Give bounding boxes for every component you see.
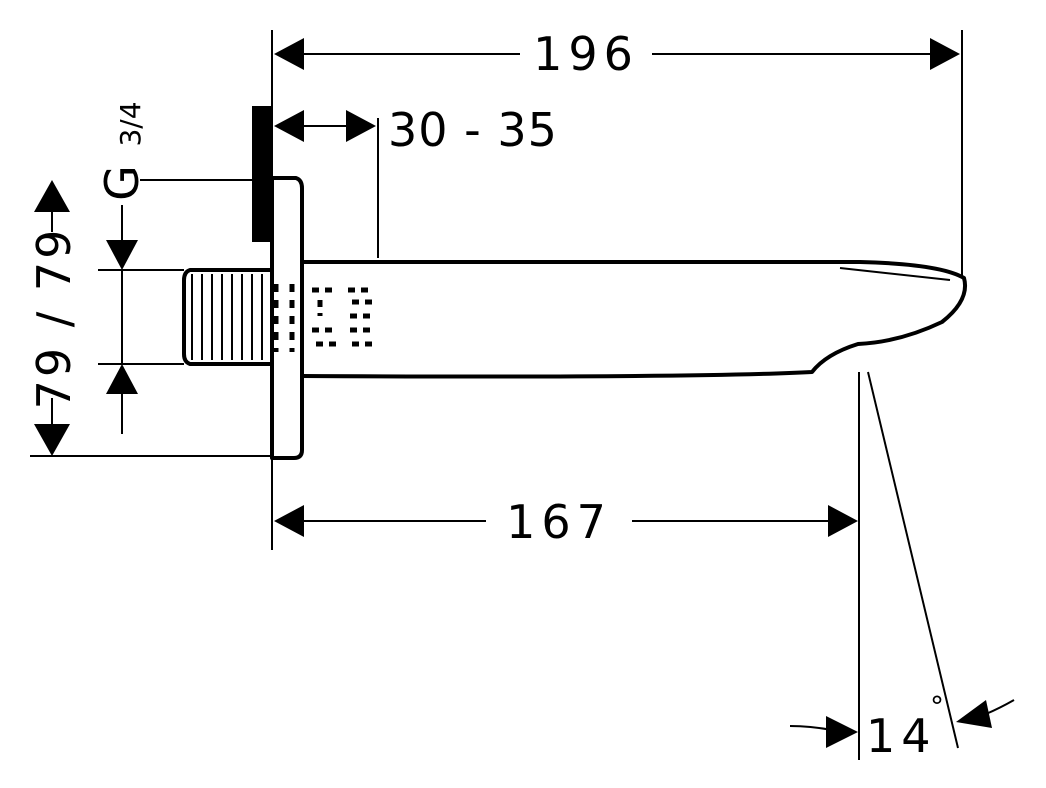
dimension-total-length: 196 xyxy=(274,27,960,81)
hidden-features xyxy=(312,287,376,347)
thread-letter-label: G xyxy=(95,159,149,201)
thread-ribs xyxy=(191,274,263,360)
dimension-angle: 14 ° xyxy=(789,690,1015,763)
dimension-thread: G 3/4 xyxy=(95,101,149,434)
dimension-wall-thickness: 30 - 35 xyxy=(274,103,558,157)
dimension-projection: 167 xyxy=(274,495,858,549)
thread-size-label: 3/4 xyxy=(114,101,147,146)
degree-mark: ° xyxy=(930,690,944,723)
angle-label: 14 xyxy=(866,709,937,763)
projection-label: 167 xyxy=(506,495,612,549)
wall-plate xyxy=(252,106,272,242)
dimension-height: 79 / 79 xyxy=(27,180,81,456)
wall-thickness-label: 30 - 35 xyxy=(388,103,558,157)
spout-body xyxy=(182,106,967,460)
height-label: 79 / 79 xyxy=(27,227,81,410)
total-length-label: 196 xyxy=(533,27,639,81)
